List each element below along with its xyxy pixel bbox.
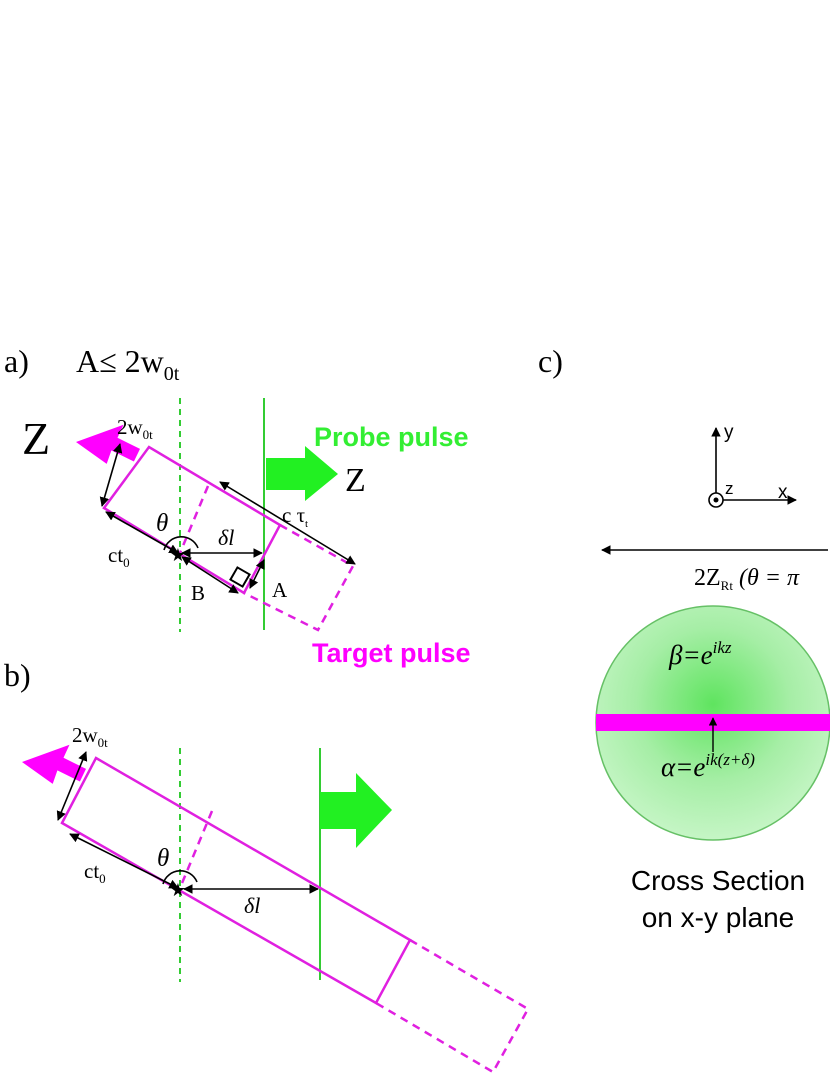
- ctau-label: c τt: [282, 503, 308, 530]
- panel-b-label: b): [4, 657, 31, 693]
- panel-c: c) y z x 2ZRt(θ = π β=eikz α=eik(z+δ) Cr…: [538, 343, 830, 933]
- b-label: B: [191, 581, 205, 605]
- probe-pulse-label: Probe pulse: [314, 422, 469, 452]
- origin-star: ★: [170, 545, 186, 565]
- ct0-dim-arrow-b: [69, 833, 179, 889]
- theta-arc-b: [162, 870, 198, 885]
- width-dim-arrow-b: [56, 751, 88, 821]
- theta-arc: [163, 536, 199, 551]
- a-label: A: [272, 578, 288, 602]
- theta-label: θ: [156, 510, 168, 537]
- target-direction-arrow-b: [22, 744, 86, 784]
- condition-label: A≤ 2w0t: [76, 343, 180, 385]
- ct0-label-b: ct0: [84, 859, 106, 886]
- y-axis-label: y: [724, 422, 734, 443]
- width-label: 2w0t: [117, 415, 153, 442]
- delta-l-label-b: δl: [244, 893, 260, 918]
- origin-star-b: ★: [170, 880, 186, 900]
- probe-direction-z: Z: [345, 462, 366, 499]
- alpha-phase-label: α=eik(z+δ): [661, 750, 755, 782]
- b-dim-arrow: [181, 556, 239, 594]
- target-pulse-rect: [102, 445, 282, 595]
- x-axis-label: x: [778, 482, 788, 503]
- ct0-label: ct0: [108, 543, 130, 570]
- width-label-b: 2w0t: [72, 723, 108, 750]
- probe-direction-arrow-b: [320, 773, 392, 848]
- panel-b: b) 2w0t ct0 θ ★ δl: [4, 657, 530, 1074]
- cross-section-caption-2: on x-y plane: [642, 902, 795, 933]
- cross-section-caption-1: Cross Section: [631, 865, 805, 896]
- probe-direction-arrow: [266, 446, 338, 501]
- target-direction-z: Z: [22, 413, 50, 464]
- z-axis-dot: [713, 497, 719, 503]
- panel-c-label: c): [538, 343, 563, 379]
- target-pulse-dashed-ext: [243, 523, 355, 632]
- target-pulse-dashed: [178, 485, 210, 554]
- width-dim-arrow: [99, 443, 123, 507]
- rayleigh-label: 2ZRt(θ = π: [694, 565, 800, 593]
- target-pulse-label: Target pulse: [312, 638, 471, 668]
- z-axis-label: z: [725, 479, 734, 498]
- delta-l-label: δl: [218, 525, 234, 550]
- theta-label-b: θ: [157, 845, 169, 872]
- panel-a-label: a): [4, 343, 29, 379]
- beta-phase-label: β=eikz: [668, 638, 732, 670]
- right-angle-marker: [229, 566, 251, 588]
- panel-a: a) A≤ 2w0t Z Probe pulse Z 2w0t ct0 c τt…: [4, 343, 471, 668]
- target-pulse-dashed-ext-b: [375, 938, 530, 1074]
- a-dim-arrow: [249, 559, 265, 589]
- ctau-dim-arrow: [219, 481, 356, 565]
